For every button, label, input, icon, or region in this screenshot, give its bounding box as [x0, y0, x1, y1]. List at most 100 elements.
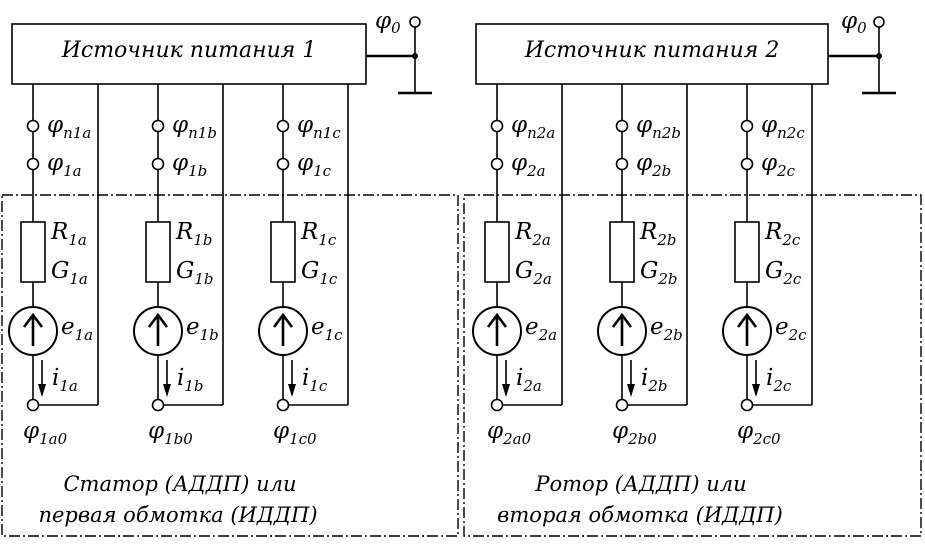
phi-label: φ1a — [47, 150, 82, 180]
terminal-node — [276, 398, 290, 412]
down-arrow-icon — [38, 384, 46, 397]
terminal-node — [276, 119, 290, 133]
phi-label: φ2b — [636, 150, 671, 180]
terminal-node — [740, 119, 754, 133]
resistor — [734, 221, 760, 283]
ground-2-label: φ0 — [841, 8, 867, 37]
up-arrow-icon — [611, 312, 633, 328]
conductance-label: G1b — [176, 258, 214, 288]
ground-terminal-2: φ0 — [828, 8, 896, 95]
power-source-1-title: Источник питания 1 — [61, 38, 317, 63]
up-arrow-icon — [486, 312, 508, 328]
terminal-node — [490, 398, 504, 412]
phi0-label: φ2a0 — [487, 418, 532, 448]
down-arrow-icon — [288, 384, 296, 397]
resistance-label: R2a — [514, 219, 551, 249]
emf-label: e2a — [525, 314, 557, 344]
up-arrow-icon — [272, 312, 294, 328]
resistance-label: R2b — [639, 219, 676, 249]
phi-n-label: φn2c — [761, 112, 805, 142]
phi-n-label: φn2b — [636, 112, 681, 142]
down-arrow-icon — [163, 384, 171, 397]
terminal-node — [490, 157, 504, 171]
terminal-node — [740, 157, 754, 171]
resistor — [270, 221, 296, 283]
terminal-node — [26, 157, 40, 171]
terminal-node — [490, 119, 504, 133]
terminal-node — [276, 157, 290, 171]
emf-label: e1c — [311, 314, 343, 344]
ground-1-label: φ0 — [375, 8, 401, 37]
stator-boundary — [1, 194, 459, 537]
phi0-label: φ2b0 — [612, 418, 657, 448]
emf-label: e1b — [186, 314, 219, 344]
resistance-label: R1b — [175, 219, 212, 249]
conductance-label: G2c — [765, 258, 802, 288]
phi0-label: φ1b0 — [148, 418, 193, 448]
conductance-label: G2a — [515, 258, 552, 288]
terminal-node — [26, 119, 40, 133]
phi-label: φ1c — [297, 150, 332, 180]
resistor — [145, 221, 171, 283]
phi0-label: φ1a0 — [23, 418, 68, 448]
stator-caption-line1: Статор (АДДП) или — [63, 472, 296, 496]
resistor — [609, 221, 635, 283]
phi-label: φ1b — [172, 150, 207, 180]
current-label: i2c — [766, 365, 792, 395]
resistance-label: R2c — [764, 219, 801, 249]
resistor — [20, 221, 46, 283]
current-label: i1c — [302, 365, 328, 395]
terminal-node — [615, 119, 629, 133]
phi-n-label: φn2a — [511, 112, 555, 142]
conductance-label: G1c — [301, 258, 338, 288]
conductance-label: G2b — [640, 258, 678, 288]
power-source-1: Источник питания 1 — [11, 23, 367, 85]
resistance-label: R1a — [50, 219, 87, 249]
emf-label: e2c — [775, 314, 807, 344]
terminal-node — [151, 157, 165, 171]
up-arrow-icon — [147, 312, 169, 328]
ground-terminal-1: φ0 — [366, 8, 432, 95]
power-source-2: Источник питания 2 — [475, 23, 829, 85]
terminal-node — [740, 398, 754, 412]
phi-n-label: φn1b — [172, 112, 217, 142]
power-source-2-title: Источник питания 2 — [524, 38, 780, 63]
phi-n-label: φn1a — [47, 112, 91, 142]
current-label: i2b — [641, 365, 668, 395]
resistor — [484, 221, 510, 283]
phi0-label: φ1c0 — [273, 418, 317, 448]
phi0-label: φ2c0 — [737, 418, 781, 448]
terminal-node — [615, 157, 629, 171]
stator-caption-line2: первая обмотка (ИДДП) — [38, 503, 317, 527]
rotor-boundary — [463, 194, 922, 537]
down-arrow-icon — [752, 384, 760, 397]
down-arrow-icon — [627, 384, 635, 397]
terminal-node — [151, 119, 165, 133]
terminal-node — [151, 398, 165, 412]
phi-label: φ2c — [761, 150, 796, 180]
down-arrow-icon — [502, 384, 510, 397]
current-label: i2a — [516, 365, 542, 395]
phi-label: φ2a — [511, 150, 546, 180]
emf-label: e2b — [650, 314, 683, 344]
rotor-caption-line2: вторая обмотка (ИДДП) — [497, 503, 783, 527]
rotor-caption-line1: Ротор (АДДП) или — [534, 472, 746, 496]
terminal-node — [615, 398, 629, 412]
conductance-label: G1a — [51, 258, 88, 288]
phi-n-label: φn1c — [297, 112, 341, 142]
emf-label: e1a — [61, 314, 93, 344]
current-label: i1b — [177, 365, 204, 395]
up-arrow-icon — [22, 312, 44, 328]
current-label: i1a — [52, 365, 78, 395]
resistance-label: R1c — [300, 219, 337, 249]
up-arrow-icon — [736, 312, 758, 328]
terminal-node — [26, 398, 40, 412]
